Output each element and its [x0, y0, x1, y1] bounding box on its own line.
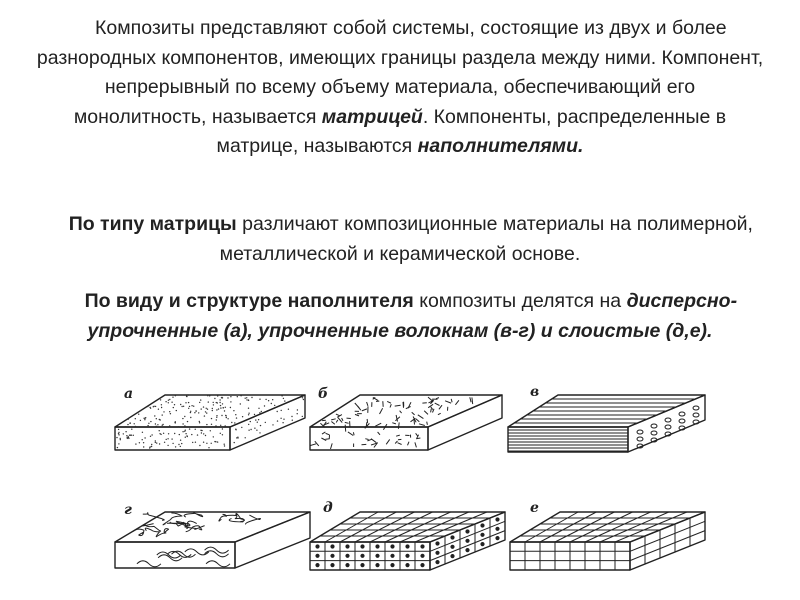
- filler-type-paragraph: По виду и структуре наполнителя композит…: [36, 287, 764, 346]
- block-a-dispersed: [114, 394, 306, 451]
- matrix-type-heading: По типу матрицы: [68, 213, 237, 235]
- composite-structures-figure: а б в г д е: [114, 384, 706, 571]
- block-g-random-fibers: [114, 511, 311, 569]
- term-fillers: наполнителями.: [417, 135, 584, 157]
- label-v: в: [530, 384, 539, 400]
- filler-type-list: дисперсно-упрочненные (а), упрочненные в…: [87, 290, 738, 342]
- filler-type-text: композиты делятся на: [413, 290, 627, 312]
- block-v-continuous-fibers: [507, 394, 706, 453]
- block-d-layered-grid-fibers: [309, 511, 506, 571]
- block-e-layered-grid: [509, 511, 706, 571]
- label-d: д: [323, 500, 333, 516]
- definition-text-2: . Компоненты, распределенные в матрице, …: [216, 105, 727, 158]
- matrix-type-text: различают композиционные материалы на по…: [219, 213, 753, 265]
- term-matrix: матрицей: [321, 105, 423, 128]
- definition-paragraph: Композиты представляют собой системы, со…: [36, 14, 764, 162]
- label-b: б: [318, 386, 328, 402]
- definition-text-1: Композиты представляют собой системы, со…: [36, 17, 764, 128]
- label-e: е: [530, 500, 539, 516]
- label-g: г: [124, 502, 132, 518]
- label-a: а: [124, 386, 133, 402]
- matrix-type-paragraph: По типу матрицы различают композиционные…: [36, 210, 764, 269]
- block-b-short-fibers: [309, 394, 503, 451]
- filler-type-heading: По виду и структуре наполнителя: [84, 290, 414, 312]
